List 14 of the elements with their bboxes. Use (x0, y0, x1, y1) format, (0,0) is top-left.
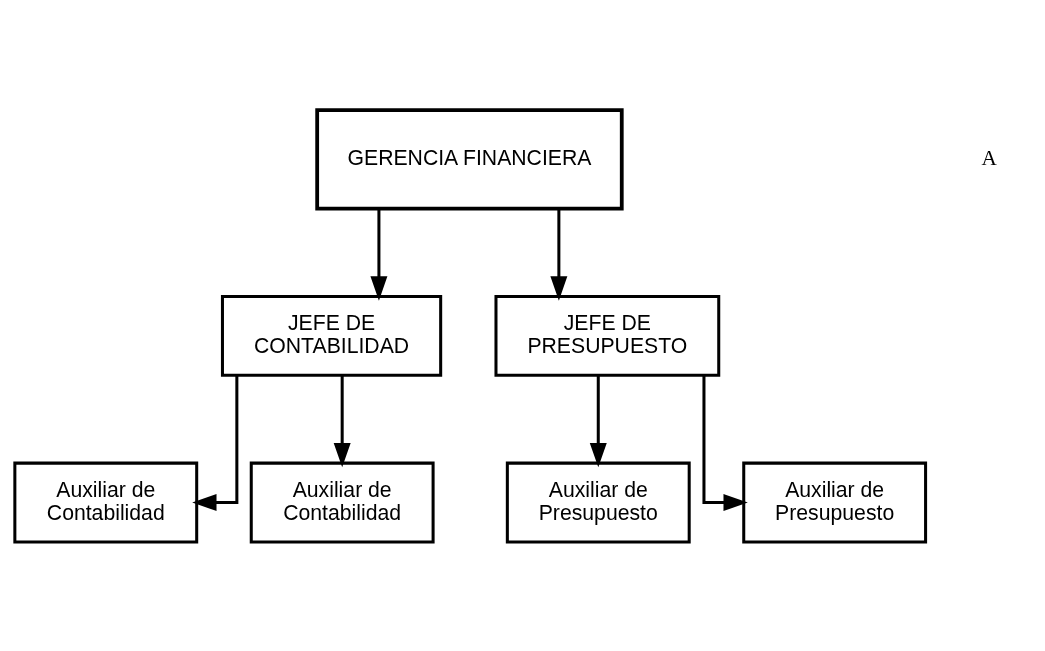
arrow (702, 374, 748, 511)
node-box: Auxiliar de Presupuesto (505, 461, 691, 543)
node-box: GERENCIA FINANCIERA (315, 107, 624, 210)
node-box: JEFE DE CONTABILIDAD (220, 294, 443, 377)
node-box: Auxiliar de Presupuesto (742, 461, 928, 543)
node-box: Auxiliar de Contabilidad (13, 461, 199, 543)
label: A (981, 145, 997, 170)
arrow (550, 208, 568, 301)
arrow (192, 374, 239, 511)
arrow (589, 374, 607, 467)
arrow (370, 208, 388, 301)
node-box: Auxiliar de Contabilidad (249, 461, 435, 543)
arrow (333, 374, 351, 467)
node-box: JEFE DE PRESUPUESTO (494, 294, 721, 377)
